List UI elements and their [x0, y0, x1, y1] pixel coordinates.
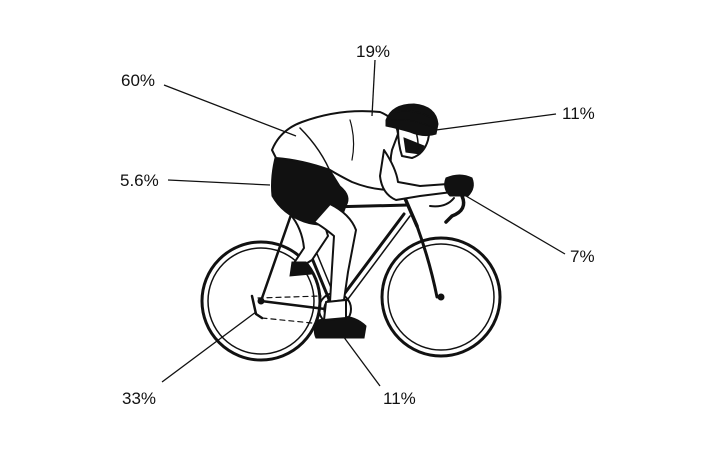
label-head-shoulder: 19%	[356, 42, 390, 61]
leader-upper-body	[163, 84, 297, 137]
label-hip: 5.6%	[120, 171, 159, 190]
label-feet-pedals: 11%	[383, 389, 416, 408]
leader-helmet-front	[435, 113, 557, 131]
percent-labels: 60% 19% 11% 5.6% 7% 33% 11%	[120, 42, 595, 408]
leader-hands-bars	[465, 195, 566, 255]
rider	[271, 103, 474, 339]
leader-feet-pedals	[342, 335, 381, 387]
front-shoe	[313, 315, 367, 339]
label-helmet-front: 11%	[562, 104, 595, 123]
front-wheel	[380, 236, 502, 358]
leader-hip	[167, 179, 271, 186]
label-hands-bars: 7%	[570, 247, 595, 266]
glove	[444, 174, 474, 197]
label-rear-wheel: 33%	[122, 389, 156, 408]
leader-head-shoulder	[371, 59, 376, 117]
leader-lines	[161, 59, 566, 387]
leader-rear-wheel	[161, 311, 257, 383]
label-upper-body: 60%	[121, 71, 155, 90]
